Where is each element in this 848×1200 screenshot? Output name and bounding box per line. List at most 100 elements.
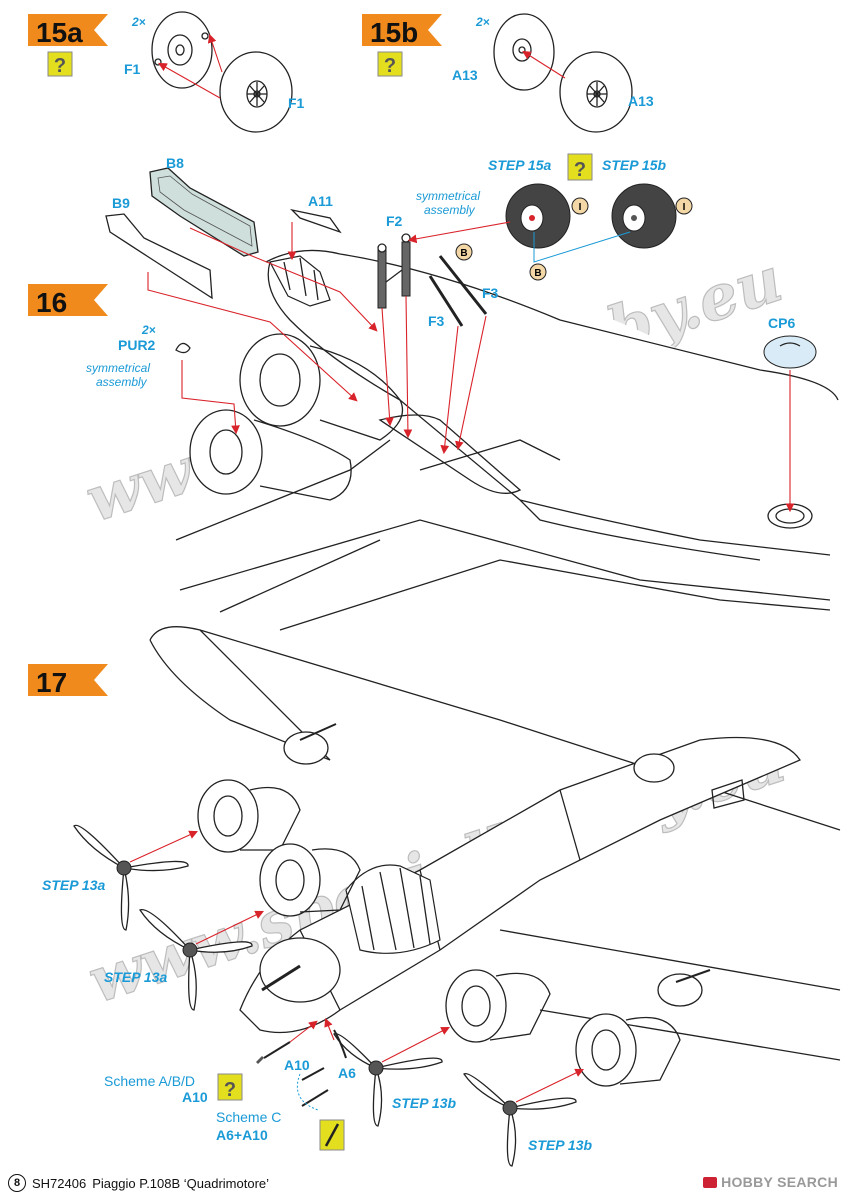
part-cp6 (763, 335, 817, 369)
airframe-step-16 (175, 249, 839, 631)
quantity-2x: 2× (131, 15, 146, 29)
svg-text:?: ? (54, 55, 66, 77)
part-a11 (289, 208, 342, 234)
part-a10-a6-small (301, 1067, 329, 1107)
question-mark-icon: ? (377, 51, 403, 77)
link-wheels (533, 231, 631, 263)
step-15b-panel: 15b ? 2× A13 A13 (362, 13, 654, 133)
label-a10: A10 (284, 1057, 310, 1073)
brand-text: HOBBY SEARCH (721, 1174, 838, 1190)
label-cp6: CP6 (768, 315, 795, 331)
arrow-prop-3 (381, 1026, 450, 1063)
step-15a-banner (28, 14, 108, 46)
svg-text:?: ? (384, 55, 396, 77)
propeller-2 (139, 909, 253, 1011)
note-symmetrical-16b: symmetrical (416, 189, 480, 203)
arrow-15a-2 (158, 62, 221, 99)
arrow-prop-4 (515, 1068, 584, 1103)
step-15a-panel: 15a ? 2× F1 F1 (28, 11, 305, 133)
label-scheme-abd: Scheme A/B/D (104, 1073, 195, 1089)
propeller-4 (463, 1073, 577, 1167)
alternative-option-icon (319, 1119, 345, 1151)
part-a10-gun (256, 1041, 291, 1064)
arrow-prop-1 (129, 830, 199, 863)
airframe-step-17 (149, 626, 841, 1087)
question-mark-icon: ? (47, 51, 73, 77)
step-17-number: 17 (36, 667, 67, 698)
arrow-f3-b (455, 315, 487, 451)
part-b8-glazing (149, 167, 259, 257)
part-f1-wheel: F1 (288, 95, 305, 111)
label-pur2: PUR2 (118, 337, 156, 353)
note-assembly-16b: assembly (424, 203, 476, 217)
kit-code: SH72406 (32, 1175, 87, 1191)
arrow-wheel (407, 221, 511, 244)
page-number: 8 (8, 1174, 26, 1192)
wheel-tire-15b (559, 51, 633, 133)
svg-text:?: ? (574, 159, 586, 181)
circle-letter-badge-icon: I (675, 197, 693, 215)
label-scheme-c: Scheme C (216, 1109, 281, 1125)
label-b8: B8 (166, 155, 184, 171)
step-16-panel: 16 B8 B9 A11 2× PUR2 symmetrical assembl… (28, 153, 839, 631)
link-scheme (296, 1073, 319, 1111)
step-17-panel: 17 (28, 626, 841, 1167)
arrow-pur2 (181, 360, 240, 435)
arrow-b9 (147, 272, 358, 402)
arrow-f3-a (440, 325, 459, 455)
ref-step-13b-1: STEP 13b (392, 1095, 457, 1111)
arrow-15b (522, 50, 566, 79)
part-a13-wheel: A13 (628, 93, 654, 109)
arrow-prop-2 (195, 910, 264, 945)
question-mark-icon: ? (217, 1073, 243, 1101)
label-a11: A11 (308, 193, 333, 209)
kit-title: Piaggio P.108B ‘Quadrimotore’ (92, 1175, 270, 1191)
arrow-a6 (324, 1017, 335, 1041)
note-assembly-16a: assembly (96, 375, 148, 389)
part-f1-hub: F1 (124, 61, 141, 77)
part-a13-hub: A13 (452, 67, 478, 83)
ref-step-15b: STEP 15b (602, 157, 667, 173)
svg-text:I: I (683, 202, 686, 213)
ref-step-13a-1: STEP 13a (42, 877, 106, 893)
ref-step-13b-2: STEP 13b (528, 1137, 593, 1153)
wheel-dark-left (505, 183, 571, 249)
part-pur2 (175, 342, 191, 354)
svg-text:I: I (579, 202, 582, 213)
step-17-banner (28, 664, 108, 696)
step-16-banner (28, 284, 108, 316)
label-f2: F2 (386, 213, 403, 229)
svg-text:B: B (534, 268, 541, 279)
propeller-3 (333, 1033, 443, 1127)
page-footer: 8 SH72406 Piaggio P.108B ‘Quadrimotore’ (8, 1174, 269, 1192)
svg-text:B: B (460, 248, 467, 259)
camera-icon (703, 1176, 718, 1188)
step-15b-number: 15b (370, 17, 418, 48)
propeller-1 (73, 824, 189, 931)
wheel-dark-right (611, 183, 677, 249)
label-f3-right: F3 (482, 285, 499, 301)
label-b9: B9 (112, 195, 130, 211)
arrow-15a-1 (207, 33, 223, 73)
part-a6-antenna (333, 1029, 347, 1059)
arrow-b8 (189, 227, 378, 332)
arrow-a10 (289, 1020, 318, 1043)
label-a6-a10: A6+A10 (216, 1127, 268, 1143)
quantity-2x-15b: 2× (475, 15, 490, 29)
part-f2-struts (377, 233, 411, 309)
circle-letter-badge-icon: I (571, 197, 589, 215)
svg-text:?: ? (224, 1079, 236, 1101)
wheel-tire (219, 51, 293, 133)
quantity-2x-16: 2× (141, 323, 156, 337)
step-15a-number: 15a (36, 17, 83, 48)
part-f3-right (438, 255, 488, 315)
step-16-number: 16 (36, 287, 67, 318)
brand-mark: HOBBY SEARCH (703, 1174, 838, 1190)
label-a6: A6 (338, 1065, 356, 1081)
part-b9-panel (105, 213, 213, 300)
arrow-f2-a (381, 307, 394, 427)
circle-letter-badge-icon: B (455, 243, 473, 261)
ref-step-15a: STEP 15a (488, 157, 552, 173)
circle-letter-badge-icon: B (529, 263, 547, 281)
